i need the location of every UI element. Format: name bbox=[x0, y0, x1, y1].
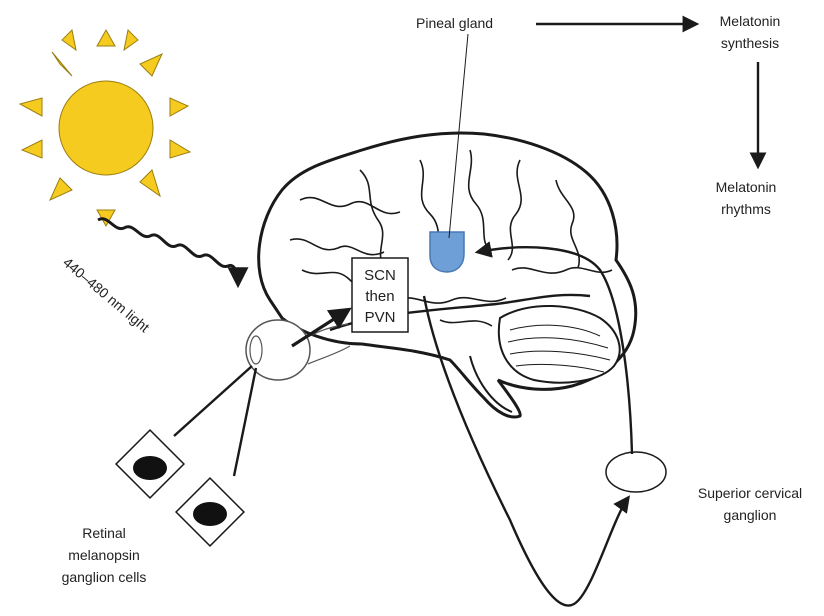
retinal-line-2: melanopsin bbox=[68, 547, 140, 563]
light-label: 440–480 nm light bbox=[60, 254, 153, 335]
melatonin-synthesis-line-1: Melatonin bbox=[720, 13, 781, 29]
scn-line-1: SCN bbox=[364, 267, 396, 284]
scg-line-1: Superior cervical bbox=[698, 485, 802, 501]
light-wave bbox=[98, 219, 238, 284]
melatonin-synthesis-line-2: synthesis bbox=[721, 35, 779, 51]
scn-line-2: then bbox=[365, 288, 394, 305]
ganglion-cell-icon bbox=[116, 430, 184, 498]
melatonin-rhythms-line-1: Melatonin bbox=[716, 179, 777, 195]
scg-line-2: ganglion bbox=[724, 507, 777, 523]
pineal-gland bbox=[430, 232, 464, 272]
arrow-cells-to-eye-1 bbox=[174, 366, 252, 436]
pineal-gland-label: Pineal gland bbox=[416, 15, 493, 31]
superior-cervical-ganglion bbox=[606, 452, 666, 492]
arrow-cells-to-eye-2 bbox=[234, 368, 256, 476]
sun-icon bbox=[20, 30, 190, 226]
ganglion-cell-icon bbox=[176, 478, 244, 546]
melatonin-rhythms-line-2: rhythms bbox=[721, 201, 771, 217]
scn-line-3: PVN bbox=[365, 309, 396, 326]
retinal-line-1: Retinal bbox=[82, 525, 126, 541]
retinal-line-3: ganglion cells bbox=[62, 569, 147, 585]
